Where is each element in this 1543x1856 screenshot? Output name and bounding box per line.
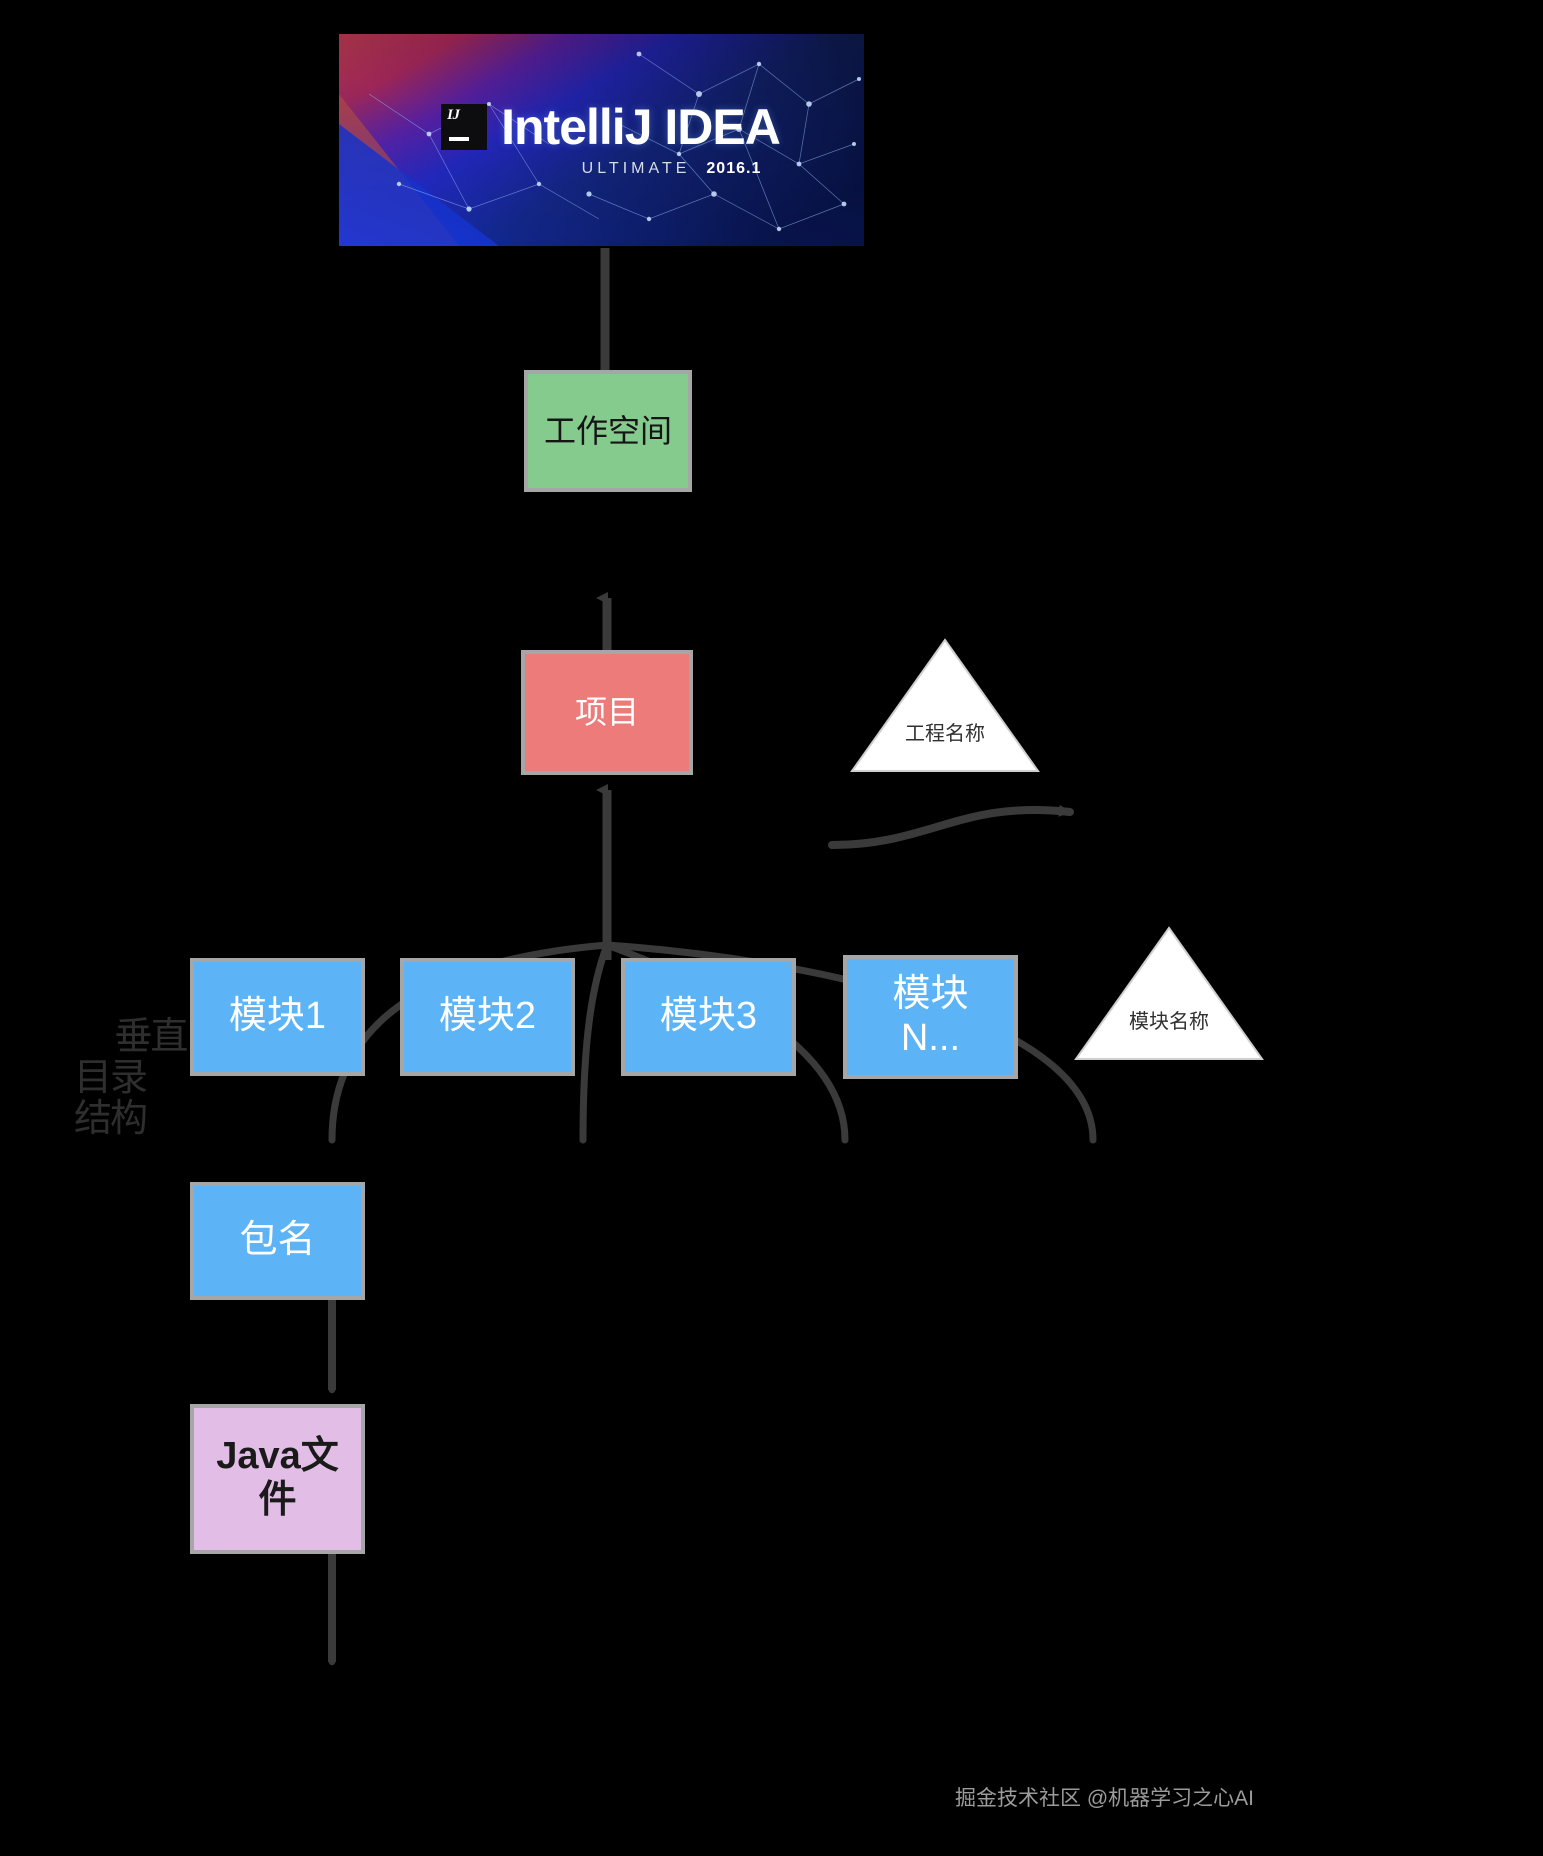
node-module-n[interactable]: 模块 N... — [843, 955, 1018, 1079]
node-module-1-label: 模块1 — [228, 995, 327, 1038]
intellij-logo-bar — [449, 137, 470, 141]
annotation-module-name-label: 模块名称 — [1129, 1011, 1209, 1033]
banner-edition: ULTIMATE — [581, 160, 691, 177]
triangle-icon — [1074, 926, 1264, 1060]
node-module-2-label: 模块2 — [438, 995, 537, 1038]
node-module-1[interactable]: 模块1 — [190, 958, 365, 1076]
node-module-n-label: 模块 N... — [892, 973, 969, 1059]
intellij-logo-icon: IJ — [441, 104, 488, 150]
banner-title: IntelliJ IDEA — [501, 99, 781, 155]
node-module-2[interactable]: 模块2 — [400, 958, 575, 1076]
annotation-project-name-label: 工程名称 — [905, 723, 985, 745]
node-java-file-label: Java文 件 — [216, 1435, 339, 1521]
node-project-label: 项目 — [574, 694, 639, 731]
node-module-3[interactable]: 模块3 — [621, 958, 796, 1076]
intellij-idea-banner: IJ IntelliJ IDEA ULTIMATE 2016.1 — [339, 34, 864, 246]
banner-version: 2016.1 — [706, 160, 762, 177]
node-module-3-label: 模块3 — [659, 995, 758, 1038]
intellij-logo-text: IJ — [447, 107, 460, 123]
node-java-file[interactable]: Java文 件 — [190, 1404, 365, 1554]
watermark: 掘金技术社区 @机器学习之心AI — [955, 1782, 1254, 1812]
node-workspace-label: 工作空间 — [543, 412, 672, 449]
triangle-icon — [850, 638, 1040, 772]
watermark-text: 掘金技术社区 @机器学习之心AI — [955, 1787, 1254, 1810]
annotation-project-name[interactable]: 工程名称 — [849, 637, 1041, 774]
node-package[interactable]: 包名 — [190, 1182, 365, 1300]
edge-project-projectname — [828, 804, 1074, 849]
node-project[interactable]: 项目 — [521, 650, 693, 775]
node-workspace[interactable]: 工作空间 — [524, 370, 692, 492]
annotation-module-name[interactable]: 模块名称 — [1073, 925, 1265, 1062]
edge-module2-trunk — [579, 941, 611, 1144]
banner-artwork — [339, 34, 864, 246]
node-package-label: 包名 — [239, 1219, 316, 1262]
left-side-faint-text: 垂直 目录 结构 — [74, 1014, 188, 1141]
left-side-faint-label: 垂直 目录 结构 — [74, 975, 188, 1180]
